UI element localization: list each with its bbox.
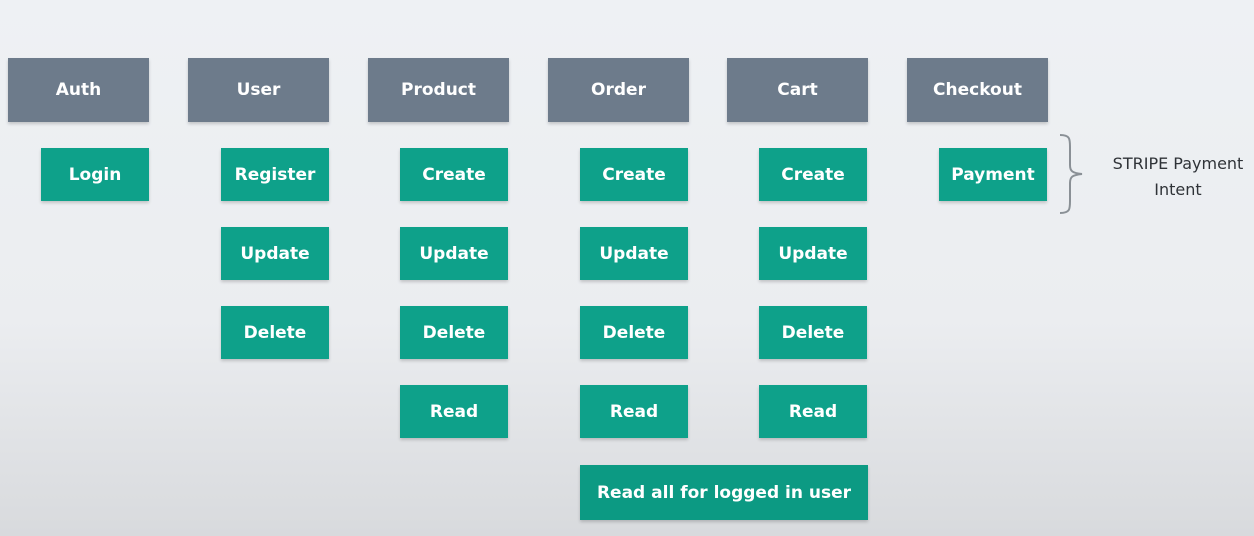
order-delete-box: Delete bbox=[580, 306, 688, 359]
curly-brace-icon bbox=[1059, 134, 1083, 214]
header-product: Product bbox=[368, 58, 509, 122]
product-create-box: Create bbox=[400, 148, 508, 201]
product-update-box: Update bbox=[400, 227, 508, 280]
auth-login-box: Login bbox=[41, 148, 149, 201]
checkout-payment-box: Payment bbox=[939, 148, 1047, 201]
stripe-note: STRIPE Payment Intent bbox=[1098, 151, 1254, 203]
header-cart: Cart bbox=[727, 58, 868, 122]
user-update-box: Update bbox=[221, 227, 329, 280]
order-read-box: Read bbox=[580, 385, 688, 438]
header-order: Order bbox=[548, 58, 689, 122]
user-register-box: Register bbox=[221, 148, 329, 201]
order-read-all-box: Read all for logged in user bbox=[580, 465, 868, 520]
order-update-box: Update bbox=[580, 227, 688, 280]
cart-read-box: Read bbox=[759, 385, 867, 438]
order-create-box: Create bbox=[580, 148, 688, 201]
cart-update-box: Update bbox=[759, 227, 867, 280]
stripe-note-line1: STRIPE Payment bbox=[1112, 154, 1244, 173]
stripe-note-line2: Intent bbox=[1154, 180, 1202, 199]
user-delete-box: Delete bbox=[221, 306, 329, 359]
header-user: User bbox=[188, 58, 329, 122]
product-delete-box: Delete bbox=[400, 306, 508, 359]
cart-create-box: Create bbox=[759, 148, 867, 201]
header-auth: Auth bbox=[8, 58, 149, 122]
header-checkout: Checkout bbox=[907, 58, 1048, 122]
cart-delete-box: Delete bbox=[759, 306, 867, 359]
product-read-box: Read bbox=[400, 385, 508, 438]
